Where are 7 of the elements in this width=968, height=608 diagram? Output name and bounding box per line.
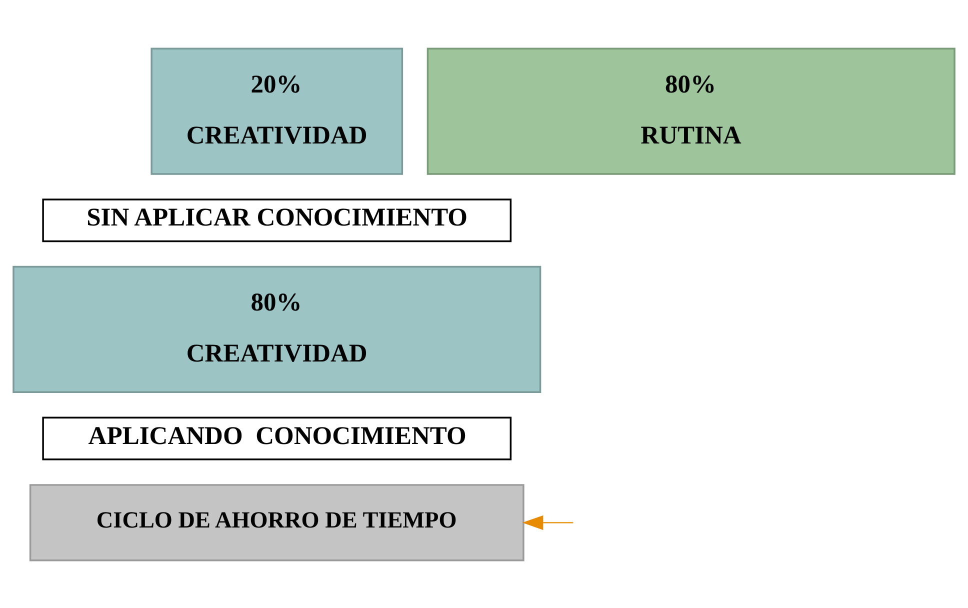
node-box: 80% CREATIVIDAD [12,265,542,392]
node-box: SIN APLICAR CONOCIMIENTO [42,198,512,242]
node-box: APLICANDO CONOCIMIENTO [42,416,512,460]
node-box: CICLO DE AHORRO DE TIEMPO [29,484,524,561]
node-box: 80% RUTINA [426,47,956,174]
arrow [522,514,574,530]
node-box: 20% CREATIVIDAD [150,47,404,174]
